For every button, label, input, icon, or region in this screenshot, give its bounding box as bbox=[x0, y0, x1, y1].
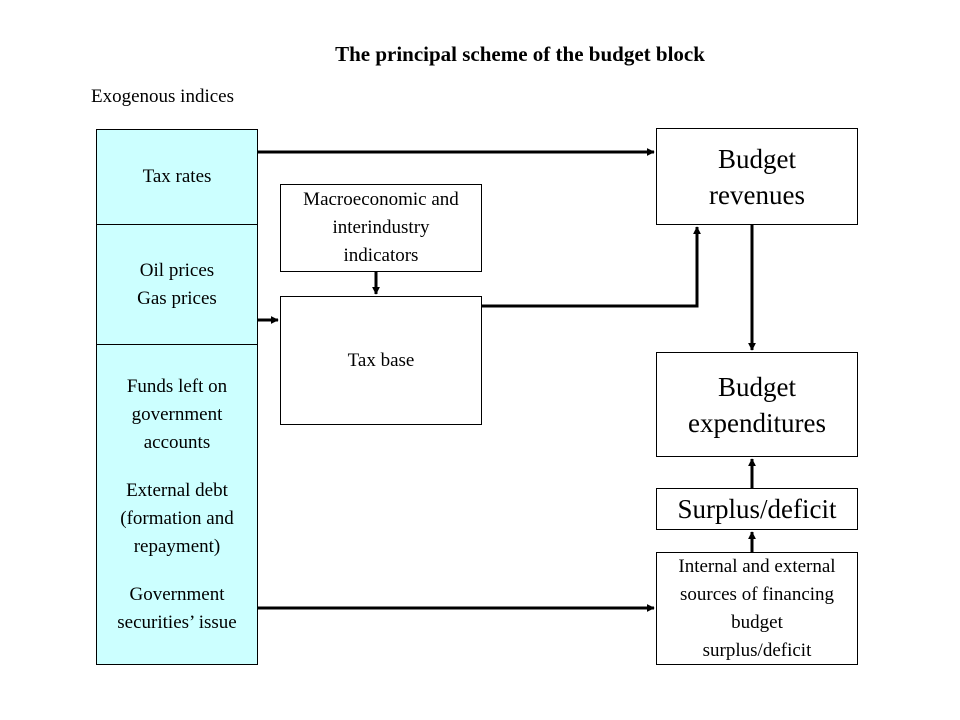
financing-text-3: budget bbox=[731, 611, 783, 633]
financing-text-2: sources of financing bbox=[679, 583, 835, 605]
debt-text-1: External debt bbox=[126, 479, 228, 501]
budget-expenditures-box: Budget expenditures bbox=[656, 352, 858, 457]
debt-text-2: (formation and bbox=[120, 507, 234, 529]
exogenous-label: Exogenous indices bbox=[91, 86, 235, 107]
securities-text-1: Government bbox=[129, 583, 225, 605]
funds-text-1: Funds left on bbox=[126, 375, 228, 397]
surplus-deficit-text: Surplus/deficit bbox=[677, 494, 837, 524]
tax-base-text: Tax base bbox=[347, 349, 415, 371]
financing-text-1: Internal and external bbox=[678, 555, 836, 577]
tax-base-box: Tax base bbox=[280, 296, 482, 425]
expenditures-text-2: expenditures bbox=[688, 407, 826, 438]
arrow-tax-base-to-revenues bbox=[482, 226, 701, 308]
gas-prices-text: Gas prices bbox=[137, 287, 217, 309]
macro-text-1: Macroeconomic and bbox=[303, 189, 459, 210]
surplus-deficit-box: Surplus/deficit bbox=[656, 488, 858, 530]
tax-rates-text: Tax rates bbox=[142, 166, 212, 187]
securities-text-2: securities’ issue bbox=[117, 611, 237, 633]
macro-text-3: indicators bbox=[343, 245, 419, 266]
funds-text-3: accounts bbox=[143, 431, 211, 453]
revenues-text-2: revenues bbox=[709, 179, 805, 210]
debt-text-3: repayment) bbox=[133, 535, 221, 557]
funds-text-2: government bbox=[131, 403, 223, 425]
financing-text-4: surplus/deficit bbox=[702, 639, 812, 661]
diagram-title: The principal scheme of the budget block bbox=[335, 42, 705, 66]
tax-rates-cell: Tax rates bbox=[96, 129, 258, 225]
expenditures-text-1: Budget bbox=[718, 371, 796, 402]
budget-revenues-box: Budget revenues bbox=[656, 128, 858, 225]
prices-cell: Oil prices Gas prices bbox=[96, 224, 258, 345]
financing-sources-box: Internal and external sources of financi… bbox=[656, 552, 858, 665]
oil-prices-text: Oil prices bbox=[139, 259, 215, 281]
revenues-text-1: Budget bbox=[718, 143, 796, 174]
macro-indicators-box: Macroeconomic and interindustry indicato… bbox=[280, 184, 482, 272]
funds-debt-securities-cell: Funds left on government accounts Extern… bbox=[96, 344, 258, 665]
macro-text-2: interindustry bbox=[332, 217, 430, 238]
